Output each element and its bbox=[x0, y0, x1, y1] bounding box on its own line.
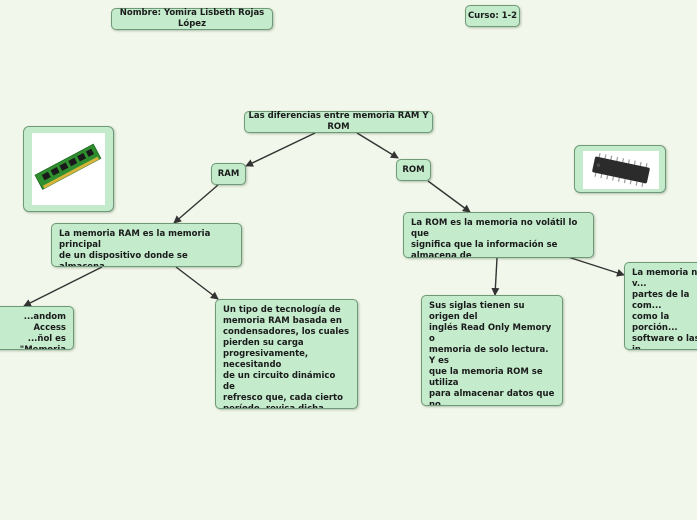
rom-definition-node[interactable]: La ROM es la memoria no volátil lo que s… bbox=[403, 212, 594, 258]
connector-root-to-ram bbox=[245, 132, 316, 167]
connector-root-to-rom bbox=[356, 132, 399, 159]
rom-image-node[interactable] bbox=[574, 145, 666, 193]
connector-ram-definition-to-technology bbox=[175, 266, 219, 300]
rom-origin-node[interactable]: Sus siglas tienen su origen del inglés R… bbox=[421, 295, 563, 406]
ram-technology-node[interactable]: Un tipo de tecnología de memoria RAM bas… bbox=[215, 299, 358, 409]
author-name-node[interactable]: Nombre: Yomira Lisbeth Rojas López bbox=[111, 8, 273, 30]
rom-chip-icon bbox=[592, 153, 650, 187]
connector-ram-to-definition bbox=[173, 184, 219, 224]
ram-definition-node[interactable]: La memoria RAM es la memoria principal d… bbox=[51, 223, 242, 267]
connector-rom-definition-to-origin bbox=[491, 257, 500, 296]
rom-node[interactable]: ROM bbox=[396, 159, 431, 181]
rom-parts-node[interactable]: La memoria no v... partes de la com... c… bbox=[624, 262, 697, 350]
connector-rom-definition-to-parts bbox=[567, 256, 625, 277]
ram-image-node[interactable] bbox=[23, 126, 114, 212]
connector-ram-definition-to-acronym bbox=[23, 266, 103, 307]
ram-acronym-node[interactable]: ...andom Access ...ñol es "Memoria bbox=[0, 306, 74, 350]
root-topic-node[interactable]: Las diferencias entre memoria RAM Y ROM bbox=[244, 111, 433, 133]
ram-node[interactable]: RAM bbox=[211, 163, 246, 185]
connector-rom-to-definition bbox=[427, 180, 471, 213]
course-node[interactable]: Curso: 1-2 bbox=[465, 5, 520, 27]
ram-module-icon bbox=[34, 143, 102, 190]
